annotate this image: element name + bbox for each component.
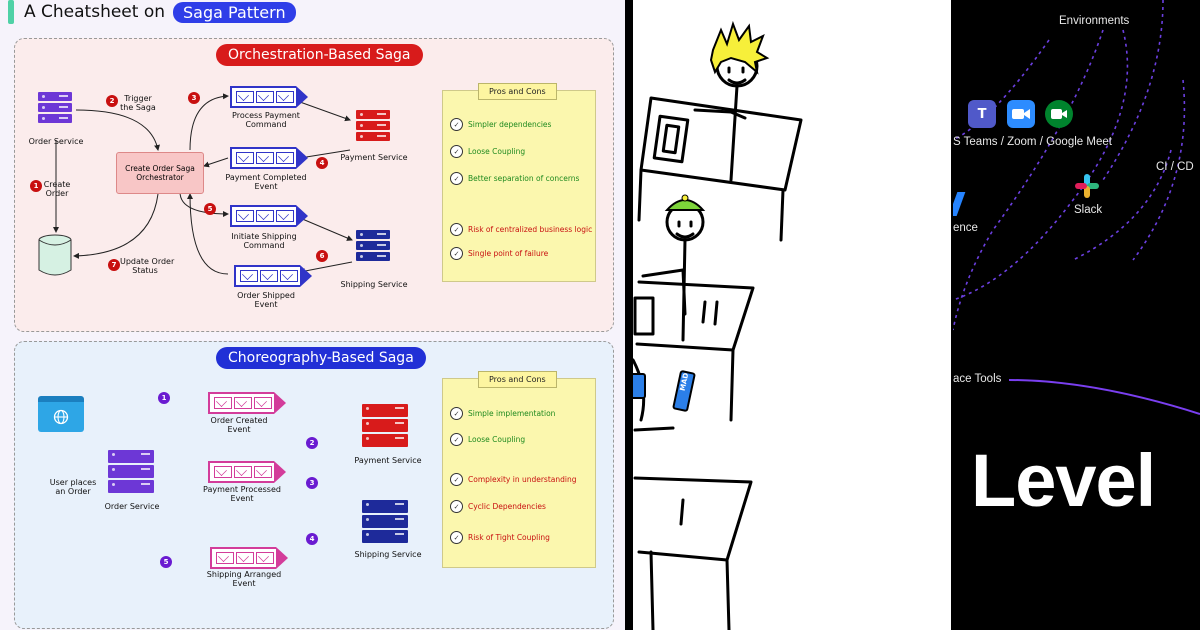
check-icon: ✓ (450, 433, 463, 446)
ence-label: ence (953, 222, 978, 234)
order-service-label: Order Service (28, 137, 84, 146)
teams-icon: T (968, 100, 996, 128)
chor-shipping-service-server-icon (362, 500, 408, 545)
check-icon: ✓ (450, 500, 463, 513)
initiate-shipping-label: Initiate Shipping Command (231, 232, 297, 251)
user-places-order-label: User places an Order (49, 478, 97, 497)
sketch-drawing (633, 20, 803, 630)
saga-orchestrator-box: Create Order Saga Orchestrator (116, 152, 204, 194)
check-icon: ✓ (450, 118, 463, 131)
check-icon: ✓ (450, 247, 463, 260)
globe-icon (53, 409, 69, 425)
update-order-label: Update Order Status (120, 257, 175, 276)
orch-pro-item: ✓Simpler dependencies (450, 118, 551, 131)
orch-pro-item: ✓Loose Coupling (450, 145, 525, 158)
orch-pro-item: ✓Better separation of concerns (450, 172, 579, 185)
orchestrator-label: Create Order Saga Orchestrator (125, 164, 195, 182)
connector-lines (953, 0, 1200, 415)
chor-step-2-badge: 2 (306, 437, 318, 449)
check-icon: ✓ (450, 223, 463, 236)
chor-shipping-service-label: Shipping Service (354, 550, 422, 559)
payment-service-server-icon (356, 110, 390, 143)
shipping-service-server-icon (356, 230, 390, 263)
choreography-pros-cons-title: Pros and Cons (478, 371, 557, 388)
order-created-queue-icon (208, 392, 286, 414)
zoom-icon (1007, 100, 1035, 128)
check-icon: ✓ (450, 531, 463, 544)
chor-payment-service-label: Payment Service (354, 456, 422, 465)
chor-step-5-badge: 5 (160, 556, 172, 568)
payment-processed-queue-icon (208, 461, 286, 483)
saga-cheatsheet: A Cheatsheet on Saga Pattern Orchestrati… (0, 0, 625, 630)
slack-icon (1073, 172, 1101, 200)
slack-label: Slack (1074, 204, 1103, 216)
shipping-arranged-queue-icon (210, 547, 288, 569)
meeting-tools-label: S Teams / Zoom / Google Meet (953, 136, 1112, 148)
chor-step-4-badge: 4 (306, 533, 318, 545)
chor-order-service-server-icon (108, 450, 154, 495)
trigger-saga-label: Trigger the Saga (120, 94, 156, 113)
chor-con-item: ✓Cyclic Dependencies (450, 500, 546, 513)
chor-con-item: ✓Risk of Tight Coupling (450, 531, 550, 544)
orchestration-title: Orchestration-Based Saga (216, 44, 423, 66)
choreography-pros-cons-note (442, 378, 596, 568)
payment-service-label: Payment Service (340, 153, 408, 162)
step-5-badge: 5 (204, 203, 216, 215)
order-shipped-queue-icon (234, 265, 312, 287)
orch-con-item: ✓Single point of failure (450, 247, 548, 260)
google-meet-icon (1045, 100, 1073, 128)
title-accent-bar (8, 0, 14, 24)
process-payment-queue-icon (230, 86, 308, 108)
chor-pro-item: ✓Simple implementation (450, 407, 555, 420)
chor-payment-service-server-icon (362, 404, 408, 449)
chor-con-item: ✓Complexity in understanding (450, 473, 577, 486)
order-shipped-label: Order Shipped Event (237, 291, 295, 310)
payment-completed-queue-icon (230, 147, 308, 169)
environments-label: Environments (1059, 15, 1130, 27)
step-7-badge: 7 (108, 259, 120, 271)
title-highlight: Saga Pattern (173, 1, 296, 23)
check-icon: ✓ (450, 407, 463, 420)
check-icon: ✓ (450, 473, 463, 486)
payment-processed-label: Payment Processed Event (203, 485, 281, 504)
tools-map-panel: Environments T S Teams / Zoom / Google M… (953, 0, 1200, 630)
orchestration-pros-cons-note (442, 90, 596, 282)
step-2-badge: 2 (106, 95, 118, 107)
orch-con-item: ✓Risk of centralized business logic (450, 223, 592, 236)
database-icon (38, 234, 72, 276)
cheatsheet-title: A Cheatsheet on Saga Pattern (24, 0, 296, 24)
browser-icon (38, 396, 84, 432)
shipping-service-label: Shipping Service (340, 280, 408, 289)
ace-tools-label: ace Tools (953, 373, 1002, 385)
level-logo-text: Level (971, 439, 1156, 522)
title-prefix: A Cheatsheet on (24, 2, 166, 22)
step-1-badge: 1 (30, 180, 42, 192)
stick-figure-sketch: MAD (633, 0, 951, 630)
order-created-label: Order Created Event (210, 416, 268, 435)
step-6-badge: 6 (316, 250, 328, 262)
payment-completed-label: Payment Completed Event (225, 173, 307, 192)
choreography-title: Choreography-Based Saga (216, 347, 426, 369)
process-payment-label: Process Payment Command (232, 111, 300, 130)
initiate-shipping-queue-icon (230, 205, 308, 227)
orchestration-pros-cons-title: Pros and Cons (478, 83, 557, 100)
check-icon: ✓ (450, 145, 463, 158)
chor-step-1-badge: 1 (158, 392, 170, 404)
cicd-label: CI / CD (1156, 161, 1194, 173)
order-service-server-icon (38, 92, 72, 125)
chor-step-3-badge: 3 (306, 477, 318, 489)
check-icon: ✓ (450, 172, 463, 185)
create-order-label: Create Order (43, 180, 71, 199)
chor-order-service-label: Order Service (104, 502, 160, 511)
chor-pro-item: ✓Loose Coupling (450, 433, 525, 446)
step-4-badge: 4 (316, 157, 328, 169)
step-3-badge: 3 (188, 92, 200, 104)
shipping-arranged-label: Shipping Arranged Event (206, 570, 282, 589)
